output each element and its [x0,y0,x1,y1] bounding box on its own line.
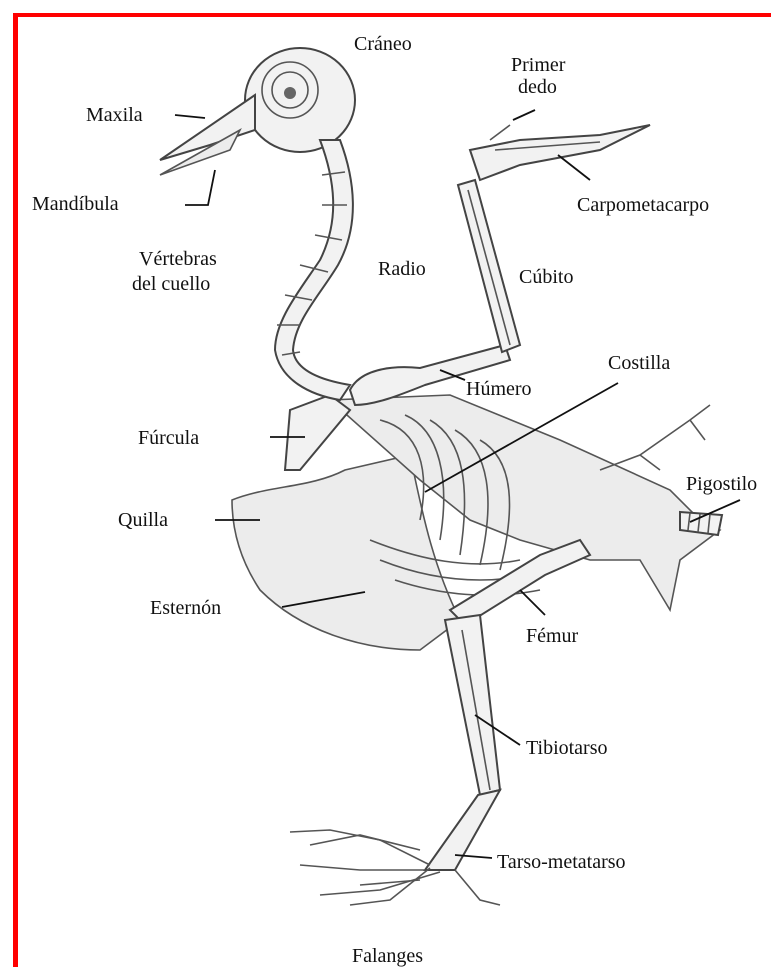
label-femur: Fémur [526,626,578,646]
label-humero: Húmero [466,379,532,399]
label-vertebras-line2: del cuello [132,274,210,294]
label-primer-dedo-line1: Primer [511,55,565,75]
label-falanges: Falanges [352,946,423,966]
label-tibiotarso: Tibiotarso [526,738,608,758]
label-mandibula: Mandíbula [32,194,119,214]
label-esternon: Esternón [150,598,221,618]
label-maxila: Maxila [86,105,143,125]
label-tarso-metatarso: Tarso-metatarso [497,852,626,872]
label-quilla: Quilla [118,510,168,530]
label-furcula: Fúrcula [138,428,199,448]
bird-skeleton-illustration [13,13,771,967]
label-carpometacarpo: Carpometacarpo [577,195,709,215]
label-costilla: Costilla [608,353,670,373]
tibiotarsus-shape [445,615,500,795]
carpometacarpus-shape [470,125,650,180]
label-cubito: Cúbito [519,267,573,287]
neck-vertebrae-shape [275,140,353,400]
label-pigostilo: Pigostilo [686,474,757,494]
label-primer-dedo-line2: dedo [518,77,557,97]
label-vertebras-line1: Vértebras [139,249,217,269]
femur-shape [450,540,590,625]
diagram-frame: Cráneo Primer dedo Maxila Mandíbula Carp… [13,13,771,967]
furcula-shape [285,395,350,470]
pygostyle-shape [680,512,722,535]
label-craneo: Cráneo [354,34,412,54]
label-radio: Radio [378,259,426,279]
